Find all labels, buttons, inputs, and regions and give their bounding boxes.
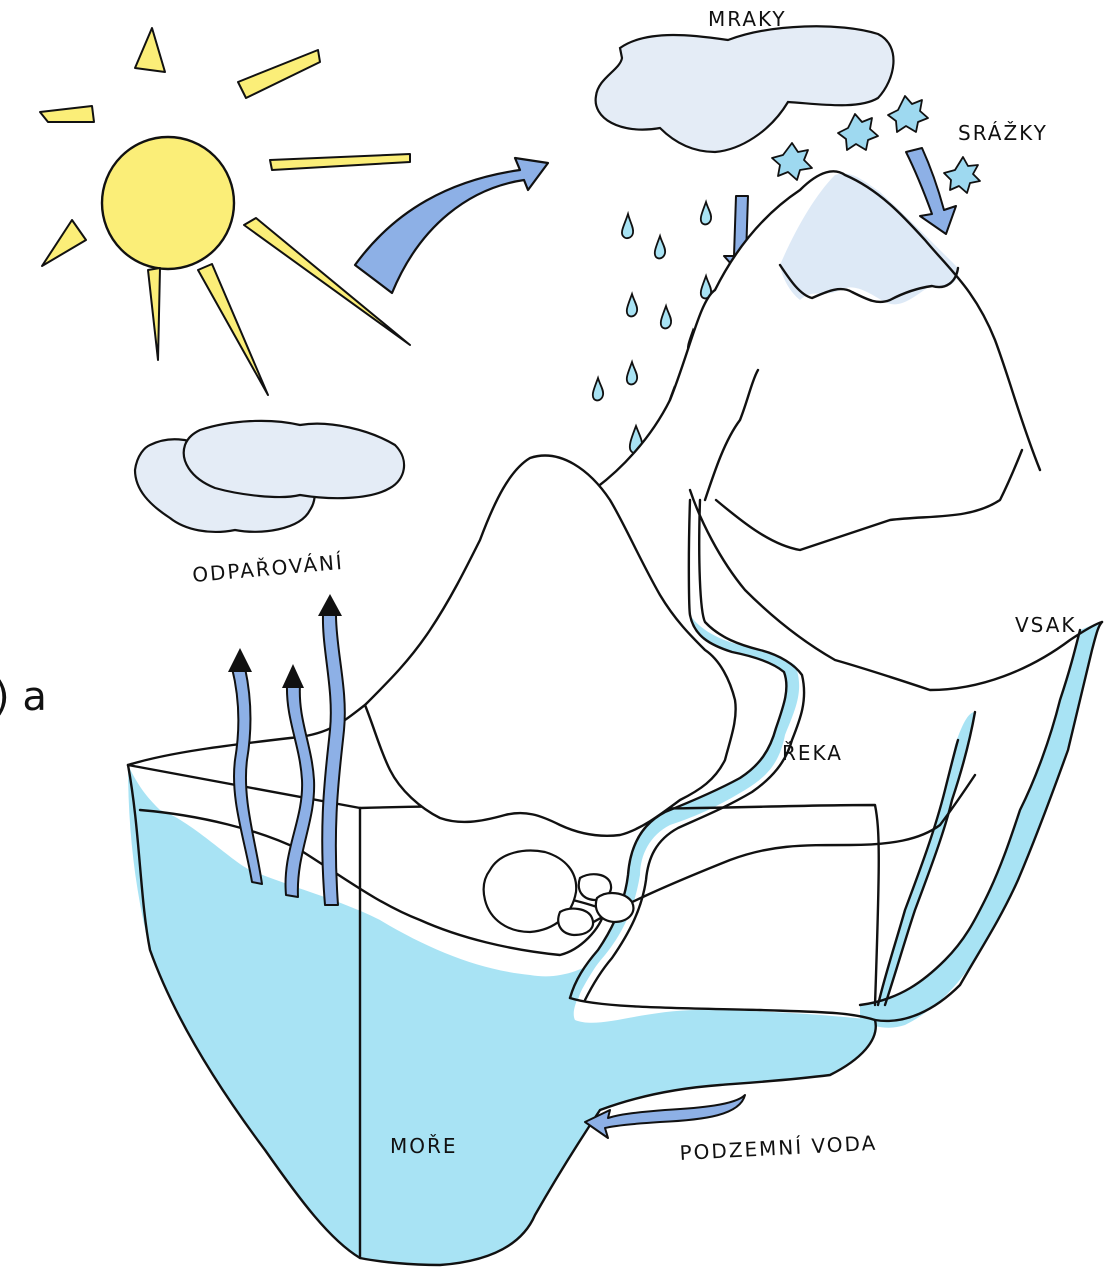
far-mountain-icon <box>596 171 1040 552</box>
rock-icon <box>596 893 634 922</box>
snowflake-icon <box>888 96 928 132</box>
snowflake-icon <box>944 157 980 193</box>
back-ground-line <box>128 697 400 765</box>
label-river: ŘEKA <box>782 741 843 765</box>
evaporation-to-clouds-arrow-icon <box>355 158 548 293</box>
evaporation-arrow-icon <box>232 668 262 884</box>
sun-icon <box>40 28 410 395</box>
sea-fill <box>128 765 876 1265</box>
raindrop-icon <box>593 378 603 400</box>
rock-icon <box>558 909 593 935</box>
label-groundwater: PODZEMNÍ VODA <box>679 1131 878 1165</box>
sun-disc <box>102 137 234 269</box>
sun-ray <box>135 28 165 72</box>
evaporation-arrow-icon <box>286 685 315 897</box>
rocks <box>484 851 634 935</box>
raindrop-icon <box>701 202 711 224</box>
cloud-icon <box>184 421 404 498</box>
evaporation-arrows <box>228 594 345 905</box>
label-precipitation: SRÁŽKY <box>958 121 1048 145</box>
label-evaporation: ODPAŘOVÁNÍ <box>191 550 344 587</box>
left-edge-text-fragment: ) a <box>0 674 47 720</box>
raindrop-icon <box>627 362 637 384</box>
snowflakes <box>772 96 980 193</box>
snow-arrow-icon <box>906 148 956 234</box>
sun-ray <box>198 264 268 395</box>
snowflake-icon <box>838 114 878 150</box>
label-clouds: MRAKY <box>708 7 787 31</box>
sun-ray <box>270 154 410 170</box>
snowflake-icon <box>772 143 812 180</box>
label-sea: MOŘE <box>390 1134 458 1158</box>
sun-ray <box>238 50 320 98</box>
raindrop-icon <box>627 294 637 316</box>
raindrop-icon <box>661 306 671 328</box>
sun-ray <box>40 106 94 122</box>
label-infiltration: VSAK <box>1015 613 1077 637</box>
raindrop-icon <box>655 236 665 258</box>
sun-ray <box>148 268 160 360</box>
raindrop-icon <box>622 214 633 238</box>
near-mountain-icon <box>365 456 736 836</box>
evaporation-arrow-icon <box>322 615 345 905</box>
sun-ray <box>42 220 86 266</box>
evaporation-clouds <box>135 421 404 532</box>
